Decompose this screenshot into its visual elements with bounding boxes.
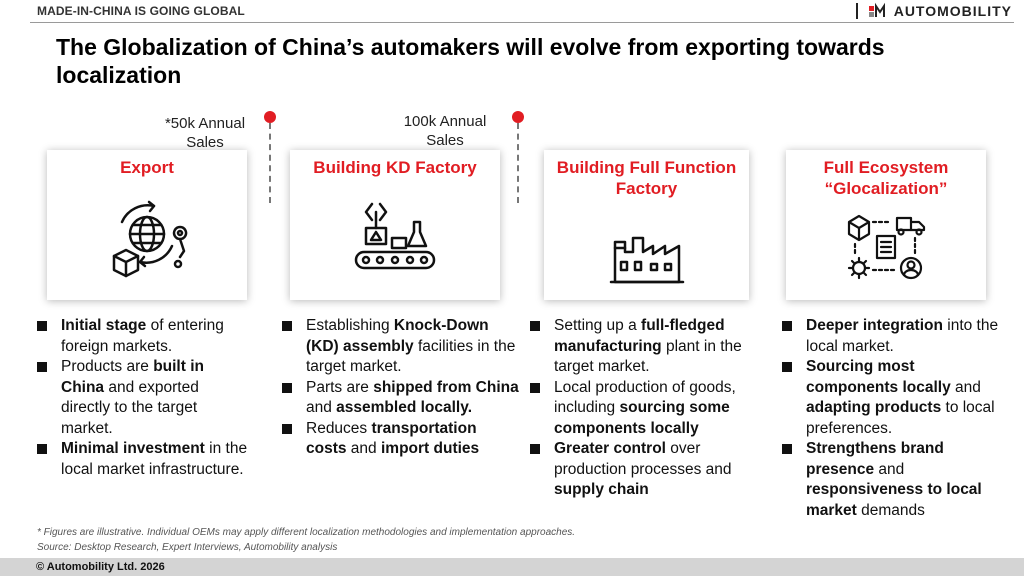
stage-title: Full Ecosystem “Glocalization” (823, 158, 949, 198)
stage-title: Building Full Function Factory (556, 158, 737, 198)
bullet-emphasis: Strengthens brand presence (806, 440, 944, 478)
milestone-label-2: 100k Annual Sales (403, 113, 487, 149)
stage-card-export: Export (47, 150, 247, 300)
bullet-text: demands (856, 501, 925, 519)
globe-export-icon (112, 200, 188, 278)
footnote-source: Source: Desktop Research, Expert Intervi… (37, 542, 338, 553)
milestone-label-1: *50k Annual Sales (164, 115, 246, 151)
bullet-text: and (346, 440, 381, 457)
bullet-text: to local preferences. (806, 399, 995, 437)
automobility-logo-icon (868, 2, 885, 17)
bullet-text: and (306, 399, 337, 416)
brand: AUTOMOBILITY (855, 2, 1012, 20)
bullet-emphasis: built in China (61, 358, 204, 396)
bullet-emphasis: shipped from China (373, 378, 519, 396)
milestone-marker-2 (512, 111, 524, 123)
bullet-item: Establishing Knock-Down (KD) assembly fa… (280, 316, 520, 378)
stage-bullets-ecosystem: Deeper integration into the local market… (780, 316, 1005, 521)
bullet-item: Strengthens brand presence and responsiv… (780, 439, 1005, 521)
bullet-text: Establishing (306, 317, 394, 334)
bullet-item: Minimal investment in the local market i… (35, 439, 250, 480)
section-tag: MADE-IN-CHINA IS GOING GLOBAL (37, 4, 245, 18)
bullet-emphasis: Greater control (554, 440, 666, 457)
bullet-emphasis: Initial stage (61, 317, 147, 334)
assembly-line-icon (354, 202, 436, 270)
top-bar: MADE-IN-CHINA IS GOING GLOBAL AUTOMOBILI… (0, 0, 1024, 24)
bullet-emphasis: import duties (380, 440, 480, 457)
footnote-disclaimer: * Figures are illustrative. Individual O… (37, 527, 576, 538)
bullet-emphasis: full-fledged manufacturing (554, 317, 725, 355)
milestone-marker-1 (264, 111, 276, 123)
brand-divider (855, 3, 858, 19)
bullet-text: over production processes and (554, 440, 732, 478)
stage-title: Export (120, 158, 174, 177)
stage-bullets-kd-factory: Establishing Knock-Down (KD) assembly fa… (280, 316, 520, 460)
stage-card-ecosystem: Full Ecosystem “Glocalization” (786, 150, 986, 300)
bullet-text: into the local market. (806, 317, 999, 355)
bullet-emphasis: Deeper integration (806, 317, 943, 334)
factory-icon (609, 236, 684, 284)
stage-title: Building KD Factory (313, 158, 477, 177)
footnote: * Figures are illustrative. Individual O… (37, 525, 575, 555)
bullet-text: of entering foreign markets. (61, 317, 224, 355)
bullet-text: Products are (61, 358, 154, 375)
bullet-text: and (874, 460, 905, 478)
bullet-item: Reduces transportation costs and import … (280, 419, 520, 460)
bullet-item: Sourcing most components locally and ada… (780, 357, 1005, 439)
bullet-emphasis: Sourcing most components locally (806, 358, 951, 396)
bullet-emphasis: Knock-Down (KD) assembly (306, 317, 489, 355)
ecosystem-icon (847, 214, 926, 280)
bullet-item: Parts are shipped from China and assembl… (280, 378, 520, 419)
bullet-item: Products are built in China and exported… (35, 357, 250, 439)
bullet-text: Local production of goods, including (554, 378, 736, 417)
stage-card-kd-factory: Building KD Factory (290, 150, 500, 300)
bullet-emphasis: Minimal investment (61, 440, 205, 457)
milestone-divider-1 (269, 123, 271, 203)
brand-name: AUTOMOBILITY (893, 3, 1012, 19)
bullet-text: and (950, 378, 981, 396)
bullet-text: and exported directly to the target mark… (61, 378, 199, 437)
bullet-item: Deeper integration into the local market… (780, 316, 1005, 357)
milestone-divider-2 (517, 123, 519, 203)
bullet-item: Local production of goods, including sou… (528, 378, 768, 440)
copyright: © Automobility Ltd. 2026 (36, 561, 165, 573)
bullet-item: Initial stage of entering foreign market… (35, 316, 250, 357)
bullet-text: facilities in the target market. (306, 337, 516, 376)
footer-bar: © Automobility Ltd. 2026 (0, 558, 1024, 576)
bullet-item: Greater control over production processe… (528, 439, 768, 501)
bullet-text: Reduces (306, 419, 372, 437)
bullet-text: Parts are (306, 378, 374, 396)
slide-title: The Globalization of China’s automakers … (56, 34, 885, 88)
bullet-emphasis: responsiveness to local market (806, 481, 982, 519)
stage-bullets-export: Initial stage of entering foreign market… (35, 316, 250, 480)
bullet-emphasis: supply chain (554, 481, 649, 498)
header-rule (30, 22, 1014, 23)
stage-bullets-full-factory: Setting up a full-fledged manufacturing … (528, 316, 768, 501)
bullet-text: plant in the target market. (554, 337, 742, 376)
stage-card-full-factory: Building Full Function Factory (544, 150, 749, 300)
bullet-emphasis: adapting products (806, 399, 942, 416)
bullet-text: in the local market infrastructure. (61, 440, 248, 478)
bullet-item: Setting up a full-fledged manufacturing … (528, 316, 768, 378)
bullet-emphasis: transportation costs (306, 419, 477, 458)
bullet-emphasis: assembled locally. (336, 399, 473, 416)
bullet-text: Setting up a (554, 317, 642, 334)
bullet-emphasis: sourcing some components locally (554, 399, 730, 437)
